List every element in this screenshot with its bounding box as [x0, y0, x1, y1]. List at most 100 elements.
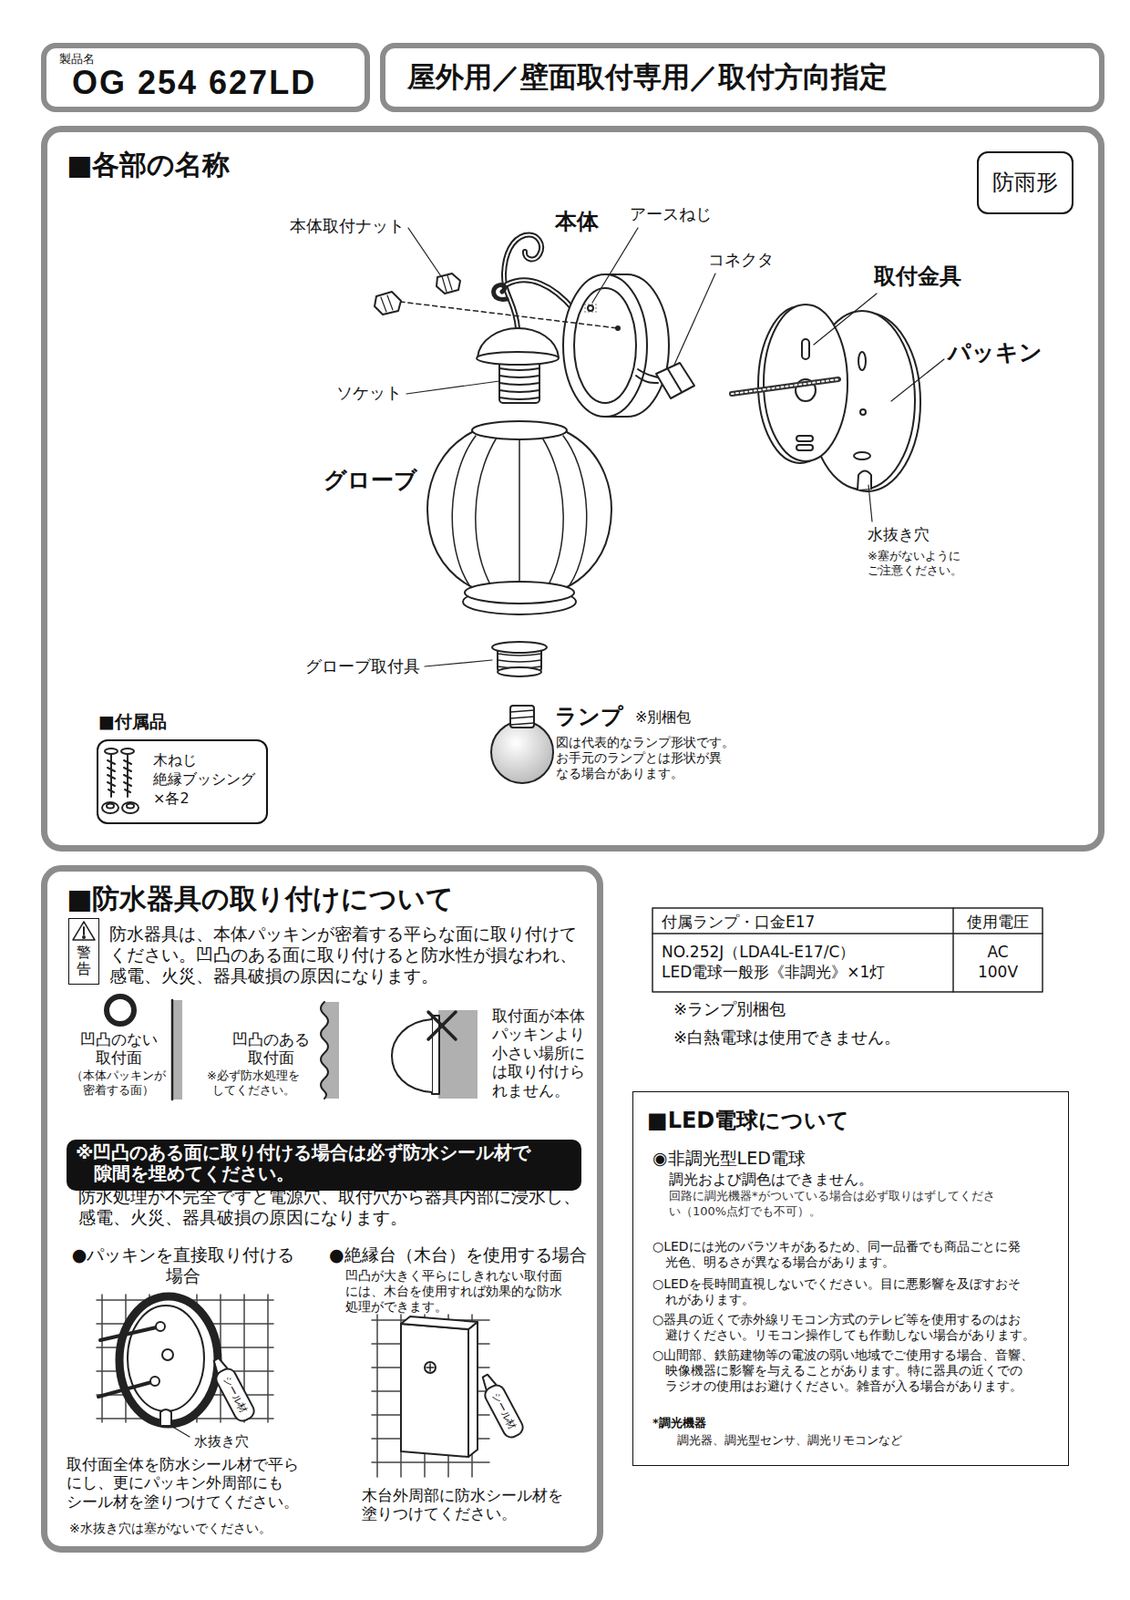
- socket-drawing: [476, 328, 559, 403]
- wood-base-drawing-part: [424, 1361, 436, 1373]
- globe-holder-drawing-part: [497, 653, 542, 668]
- warning-triangle-part: [72, 921, 95, 940]
- annotation-label: 本体: [554, 208, 599, 236]
- warning-triangle-part: [82, 926, 85, 935]
- warning-triangle-part: [82, 935, 85, 938]
- leader-lines-part: [674, 273, 716, 365]
- nuts-drawing-part: [436, 273, 461, 294]
- annotation-label: （本体パッキンが 密着する面）: [68, 1068, 169, 1097]
- lamp-table-grid-part: [652, 907, 1043, 992]
- annotation-label: 水抜き穴: [867, 524, 930, 544]
- annotation-label: 本体取付ナット: [289, 215, 405, 237]
- annotation-label: グローブ: [323, 466, 418, 494]
- accessory-icons-part: [107, 753, 115, 797]
- node-text: ○山間部、鉄筋建物等の電波の弱い地域でご使用する場合、音響、 映像機器に影響を与…: [652, 1346, 1054, 1394]
- accessory-box: ■付属品木ねじ 絶縁ブッシング ×各2: [96, 710, 276, 824]
- annotation-label: 凹凸のない 取付面: [74, 1029, 163, 1068]
- leader-lines-part: [891, 359, 945, 401]
- globe-drawing-part: [464, 581, 575, 604]
- packing-install-drawing-part-part: [213, 1365, 257, 1423]
- lamp-arm-drawing-part: [506, 279, 575, 310]
- globe-holder-drawing-part: [492, 641, 547, 653]
- node-text: 調光器、調光型センサ、調光リモコンなど: [677, 1432, 903, 1448]
- mounting-plate-drawing-part: [731, 379, 839, 394]
- socket-drawing-part: [476, 351, 559, 365]
- accessory-icons-part: [106, 803, 114, 809]
- lamp-body-drawing-part: [667, 369, 682, 392]
- lamp-body-drawing-part: [656, 362, 695, 399]
- globe-holder-drawing: [492, 641, 547, 677]
- nuts-drawing-part: [374, 291, 401, 315]
- surface-examples-part: [391, 1018, 432, 1092]
- wood-base-drawing-part: [476, 1370, 526, 1440]
- annotation-label: 水抜き穴: [194, 1432, 249, 1449]
- wood-base-drawing-part: [371, 1314, 490, 1477]
- lamp-body-drawing-part: [574, 287, 637, 403]
- packing-install-drawing: [96, 1294, 274, 1425]
- wood-base-drawing-part: [426, 1363, 434, 1371]
- lamp-bulb-drawing-part: [510, 709, 535, 725]
- lamp-bulb-drawing-part: [491, 720, 554, 783]
- node-text: ◉非調光型LED電球: [652, 1147, 806, 1169]
- nuts-drawing: [374, 273, 618, 329]
- surface-examples: [106, 996, 478, 1100]
- annotation-label: 凹凸のある 取付面: [226, 1029, 315, 1068]
- node-text: OG 254 627LD: [71, 66, 317, 100]
- annotation-label: ※水抜き穴は塞がないでください。: [69, 1520, 272, 1536]
- annotation-label: 取付金具: [873, 263, 962, 290]
- annotation-label: シール材: [219, 1372, 251, 1418]
- lamp-table-grid-part: [952, 907, 955, 992]
- packing-install-drawing-part: [155, 1321, 165, 1331]
- leader-lines-part: [408, 227, 442, 277]
- socket-drawing-part: [499, 368, 540, 400]
- annotation-label: アースねじ: [629, 204, 712, 225]
- surface-examples-part: [106, 996, 134, 1024]
- annotation-label: ※ランプ別梱包: [673, 998, 786, 1019]
- annotation-label: ※白熱電球は使用できません。: [673, 1027, 901, 1048]
- packing-drawing-part: [858, 351, 866, 370]
- mounting-plate-drawing-part: [731, 379, 839, 394]
- annotation-label: ランプ: [554, 703, 624, 730]
- annotation-label: ※塞がないように ご注意ください。: [867, 548, 976, 579]
- led-info-panel: ■LED電球について◉非調光型LED電球調光および調色はできません。回路に調光機…: [632, 1090, 1069, 1466]
- node-text: 調光および調色はできません。: [668, 1170, 874, 1188]
- globe-drawing: [427, 421, 612, 615]
- wood-base-drawing-part-part: [482, 1381, 526, 1439]
- surface-examples-part: [172, 999, 183, 1100]
- node-heading: ■各部の名称: [66, 148, 230, 182]
- title-box: 屋外用／壁面取付専用／取付方向指定: [380, 42, 1105, 113]
- leader-lines-part: [813, 293, 877, 345]
- accessory-icons: [102, 748, 139, 813]
- annotation-label: 取付面が本体 パッキンより 小さい場所に は取り付けら れません。: [492, 1006, 591, 1100]
- annotation-label: ●パッキンを直接取り付ける 場合: [66, 1243, 300, 1286]
- leader-lines-part: [424, 659, 493, 667]
- mounting-plate-drawing: [731, 304, 848, 463]
- lamp-bulb-drawing-part: [510, 705, 535, 728]
- node-text: ○器具の近くで赤外線リモコン方式のテレビ等を使用するのはお 避けください。リモコ…: [652, 1311, 1054, 1343]
- accessory-icons-part: [123, 753, 132, 797]
- annotation-label: ソケット: [336, 382, 402, 403]
- annotation-label: AC 100V: [970, 941, 1026, 982]
- wood-base-drawing-part: [400, 1323, 469, 1457]
- packing-install-drawing-part: [127, 1304, 205, 1411]
- node-text: ○LEDを長時間直視しないでください。目に悪影響を及ぼすおそ れがあります。: [652, 1275, 1054, 1307]
- packing-drawing-part: [853, 452, 871, 460]
- surface-examples-part: [171, 999, 175, 1100]
- leader-lines-part: [868, 484, 873, 522]
- annotation-label: 防水器具は、本体パッキンが密着する平らな面に取り付けて ください。凹凸のある面に…: [109, 923, 591, 986]
- lamp-table-grid: [652, 907, 1043, 992]
- globe-drawing-part: [452, 435, 587, 591]
- warning-icon-box: 警告: [68, 917, 100, 985]
- packing-install-drawing-part: [162, 1348, 174, 1360]
- wood-base-drawing: [371, 1314, 526, 1477]
- packing-install-drawing-part: [150, 1376, 160, 1386]
- surface-examples-part: [428, 1011, 456, 1039]
- annotation-label: 防水処理が不完全ですと電源穴、取付穴から器具内部に浸水し、 感電、火災、器具破損…: [78, 1185, 591, 1228]
- node-heading: ■付属品: [98, 710, 167, 732]
- node-heading: 製品名: [59, 51, 95, 67]
- node-heading: ■防水器具の取り付けについて: [66, 882, 454, 915]
- leader-lines-part: [406, 380, 500, 394]
- annotation-label: ※別梱包: [635, 708, 691, 726]
- surface-examples-part: [320, 1001, 339, 1099]
